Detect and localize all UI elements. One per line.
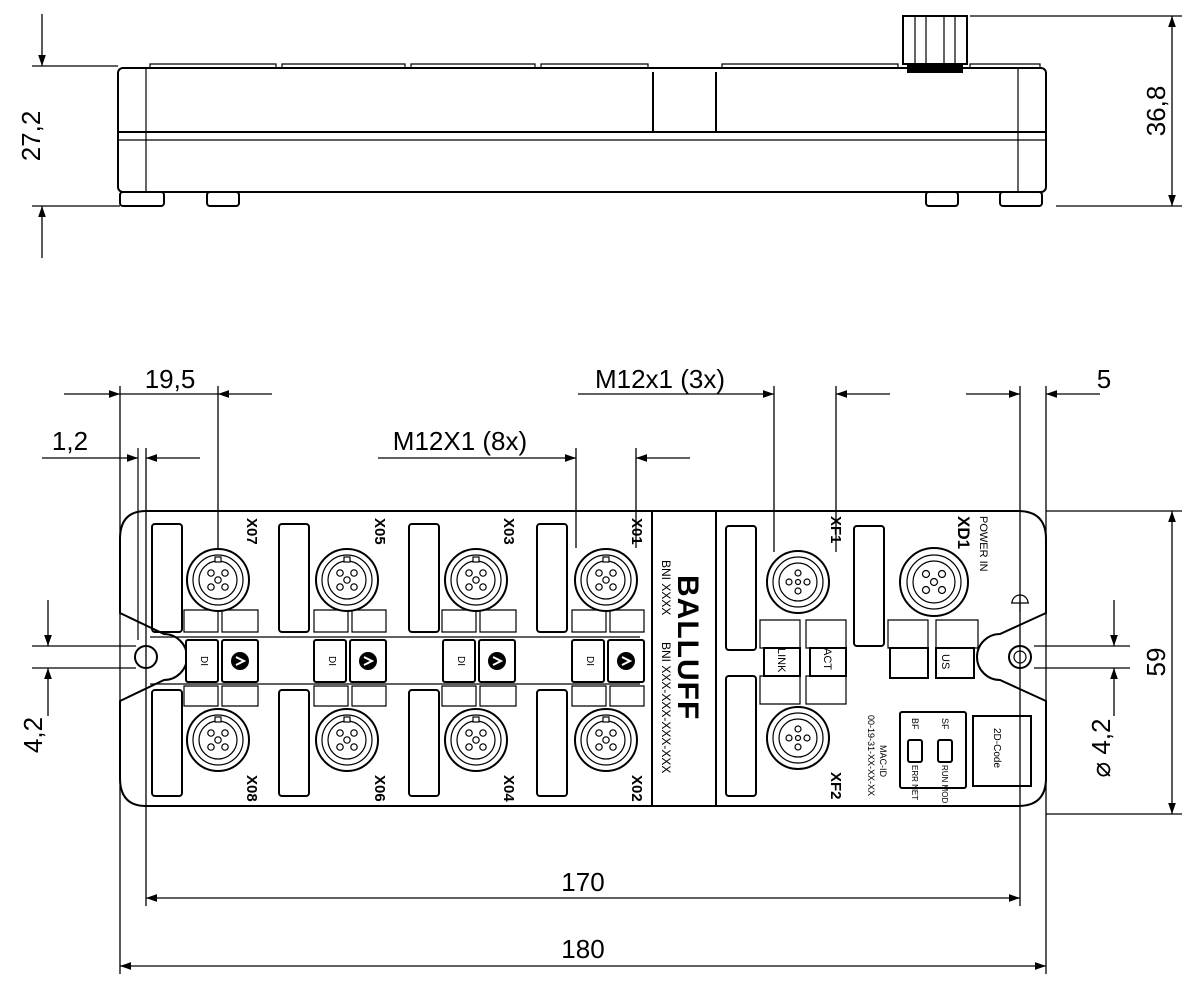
- connector-x06: [315, 708, 379, 772]
- port-label-xd1: XD1: [954, 516, 973, 549]
- connector-xd1: [899, 547, 969, 617]
- power-in-label: POWER IN: [977, 516, 989, 572]
- port-label-xf2: XF2: [827, 772, 844, 800]
- connector-xf2: [766, 706, 830, 770]
- fieldbus-section: LINK ACT US XF1 XF2 XD1 POWER IN M: [725, 516, 1032, 803]
- connector-x03: [444, 548, 508, 612]
- front-view: DI DI DI DI X07 X05 X03 X01 X08 X06 X04 …: [119, 510, 1047, 807]
- connector-x05: [315, 548, 379, 612]
- connector-spec-3-label: M12x1 (3x): [595, 364, 725, 394]
- sf-label: SF: [940, 718, 950, 730]
- act-label: ACT: [821, 648, 833, 670]
- di-label: DI: [326, 656, 337, 666]
- di-label: DI: [455, 656, 466, 666]
- io-link-icon: [617, 652, 635, 670]
- port-label-x05: X05: [371, 518, 388, 545]
- front-dimensions: 19,5 1,2 M12X1 (8x) M12x1 (3x) 5 4,2 ⌀ 4: [18, 364, 1182, 974]
- hole-size-label: 4,2: [18, 717, 48, 753]
- model-short-label: BNI XXXX: [659, 560, 673, 615]
- 2d-code-label: 2D-Code: [991, 728, 1002, 768]
- io-link-icon: [488, 652, 506, 670]
- connector-xf1: [766, 550, 830, 614]
- height-total-label: 36,8: [1141, 86, 1171, 137]
- port-label-x02: X02: [628, 775, 645, 802]
- offset-label: 1,2: [52, 426, 88, 456]
- us-label: US: [939, 654, 951, 669]
- side-view: [117, 15, 1047, 207]
- di-label: DI: [198, 656, 209, 666]
- height-front-label: 59: [1141, 648, 1171, 677]
- io-link-icon: [359, 652, 377, 670]
- err-net-label: ERR NET: [910, 765, 919, 800]
- connector-x02: [574, 708, 638, 772]
- port-label-x07: X07: [243, 518, 260, 545]
- port-label-x08: X08: [243, 775, 260, 802]
- brand-strip: BNI XXXX BNI XXX-XXX-XXX-XXX BALLUFF: [659, 560, 704, 773]
- hole-distance-label: 170: [561, 867, 604, 897]
- io-link-icon: [231, 652, 249, 670]
- port-label-x06: X06: [371, 775, 388, 802]
- hole-diameter-label: ⌀ 4,2: [1086, 718, 1116, 777]
- total-width-label: 180: [561, 934, 604, 964]
- brand-logo: BALLUFF: [671, 575, 704, 720]
- port-label-x04: X04: [500, 775, 517, 802]
- height-side-label: 27,2: [16, 111, 46, 162]
- status-icon-group: [231, 652, 635, 670]
- run-mod-label: RUN MOD: [940, 765, 949, 803]
- mac-id-label: MAC-ID: [878, 745, 888, 777]
- bf-label: BF: [910, 718, 920, 730]
- connector-x08: [186, 708, 250, 772]
- connector-x01: [574, 548, 638, 612]
- link-label: LINK: [775, 648, 787, 673]
- port-label-x03: X03: [500, 518, 517, 545]
- port-modules: DI DI DI DI X07 X05 X03 X01 X08 X06 X04 …: [151, 518, 645, 802]
- side-dimensions: 27,2 36,8: [16, 14, 1182, 258]
- connector-x04: [444, 708, 508, 772]
- edge-offset-label: 5: [1097, 364, 1111, 394]
- mac-id-value: 00-19-31-XX-XX-XX: [866, 715, 876, 796]
- model-long-label: BNI XXX-XXX-XXX-XXX: [659, 642, 673, 773]
- di-label: DI: [584, 656, 595, 666]
- pitch-label: 19,5: [145, 364, 196, 394]
- connector-x07: [186, 548, 250, 612]
- connector-spec-8-label: M12X1 (8x): [393, 426, 527, 456]
